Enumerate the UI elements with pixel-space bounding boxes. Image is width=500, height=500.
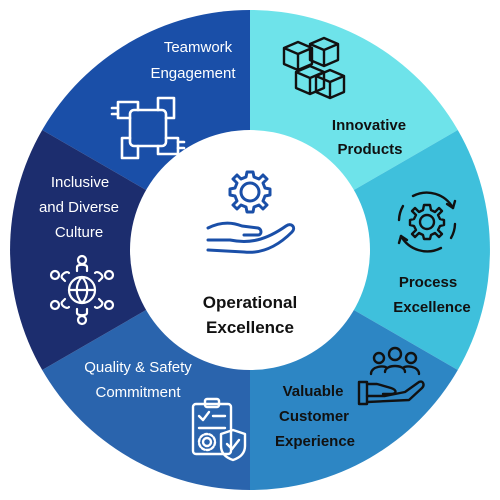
innovative-label-line2: Products [337,141,402,158]
process-label-line1: Process [399,274,457,291]
customer-hand-icon [357,346,425,406]
customer-label-line2: Customer [279,408,349,425]
center-title-line2: Excellence [206,318,294,337]
gear-in-hand-icon [206,170,296,254]
center-circle [130,130,370,370]
center-title-line1: Operational [203,293,297,312]
inclusive-label-line2: and Diverse [39,199,119,216]
people-globe-icon [49,254,115,326]
hands-teamwork-icon [110,96,186,160]
customer-label-line3: Experience [275,433,355,450]
teamwork-label-line1: Teamwork [164,39,233,56]
innovative-label-line1: Innovative [332,117,406,134]
customer-label-line1: Valuable [283,383,344,400]
teamwork-label-line2: Engagement [150,65,236,82]
process-label-line2: Excellence [393,299,471,316]
gear-cycle-icon [397,191,457,253]
quality-label-line2: Commitment [95,384,181,401]
boxes-icon [282,36,346,100]
inclusive-label-line3: Culture [55,224,103,241]
clipboard-shield-icon [191,397,247,462]
quality-label-line1: Quality & Safety [84,359,192,376]
inclusive-label-line1: Inclusive [51,174,109,191]
